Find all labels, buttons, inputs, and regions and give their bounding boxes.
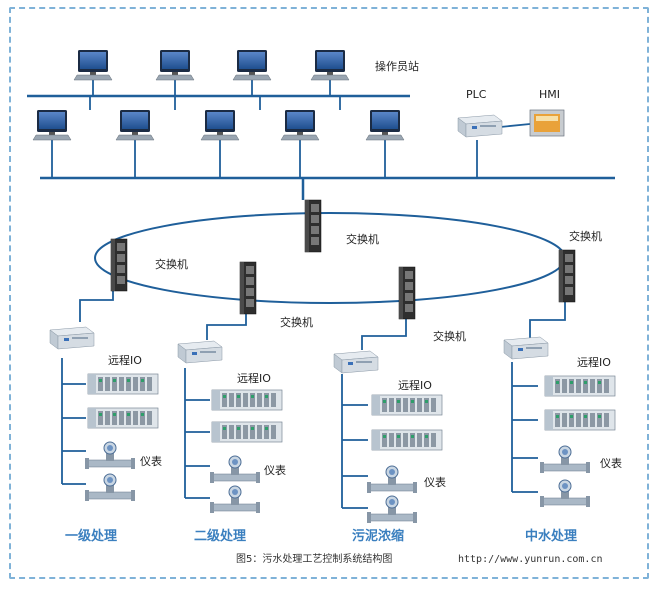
instrument-icon xyxy=(366,465,418,494)
plc-label: PLC xyxy=(466,88,487,101)
workstation-icon xyxy=(232,49,272,81)
plc-icon xyxy=(457,114,503,138)
remote-io-icon xyxy=(87,373,159,395)
switch-label: 交换机 xyxy=(280,315,313,329)
switch-label: 交换机 xyxy=(569,229,602,243)
instrument-icon xyxy=(209,455,261,484)
instrument-label: 仪表 xyxy=(140,454,162,468)
switch-label: 交换机 xyxy=(433,329,466,343)
controller-icon xyxy=(177,340,223,364)
remote-io-icon xyxy=(544,375,616,397)
workstation-icon xyxy=(73,49,113,81)
hmi-icon xyxy=(529,109,565,137)
instrument-label: 仪表 xyxy=(424,475,446,489)
instrument-icon xyxy=(84,473,136,502)
instrument-icon xyxy=(366,495,418,524)
switch-label: 交换机 xyxy=(155,257,188,271)
instrument-label: 仪表 xyxy=(264,463,286,477)
switch-label: 交换机 xyxy=(346,232,379,246)
remote-io-icon xyxy=(371,429,443,451)
remote-io-icon xyxy=(87,407,159,429)
instrument-label: 仪表 xyxy=(600,456,622,470)
switch-icon xyxy=(110,238,128,292)
section-title: 二级处理 xyxy=(194,528,246,544)
section-title: 中水处理 xyxy=(525,528,577,544)
diagram-frame xyxy=(9,7,649,579)
source-url: http://www.yunrun.com.cn xyxy=(458,554,603,565)
workstation-icon xyxy=(365,109,405,141)
remote-io-label: 远程IO xyxy=(108,354,142,367)
figure-caption: 图5：污水处理工艺控制系统结构图 xyxy=(236,552,392,565)
remote-io-label: 远程IO xyxy=(237,372,271,385)
controller-icon xyxy=(49,326,95,350)
workstation-icon xyxy=(280,109,320,141)
switch-icon xyxy=(239,261,257,315)
remote-io-icon xyxy=(371,394,443,416)
controller-icon xyxy=(503,336,549,360)
workstation-icon xyxy=(155,49,195,81)
instrument-icon xyxy=(539,479,591,508)
remote-io-label: 远程IO xyxy=(577,356,611,369)
operator-station-label: 操作员站 xyxy=(375,59,419,73)
remote-io-icon xyxy=(211,389,283,411)
instrument-icon xyxy=(84,441,136,470)
instrument-icon xyxy=(209,485,261,514)
instrument-icon xyxy=(539,445,591,474)
controller-icon xyxy=(333,350,379,374)
switch-icon xyxy=(398,266,416,320)
workstation-icon xyxy=(32,109,72,141)
remote-io-icon xyxy=(544,409,616,431)
remote-io-icon xyxy=(211,421,283,443)
hmi-label: HMI xyxy=(539,88,560,101)
workstation-icon xyxy=(200,109,240,141)
switch-icon xyxy=(558,249,576,303)
workstation-icon xyxy=(115,109,155,141)
section-title: 污泥浓缩 xyxy=(352,528,404,544)
core-switch-icon xyxy=(304,199,322,253)
workstation-icon xyxy=(310,49,350,81)
remote-io-label: 远程IO xyxy=(398,379,432,392)
section-title: 一级处理 xyxy=(65,528,117,544)
